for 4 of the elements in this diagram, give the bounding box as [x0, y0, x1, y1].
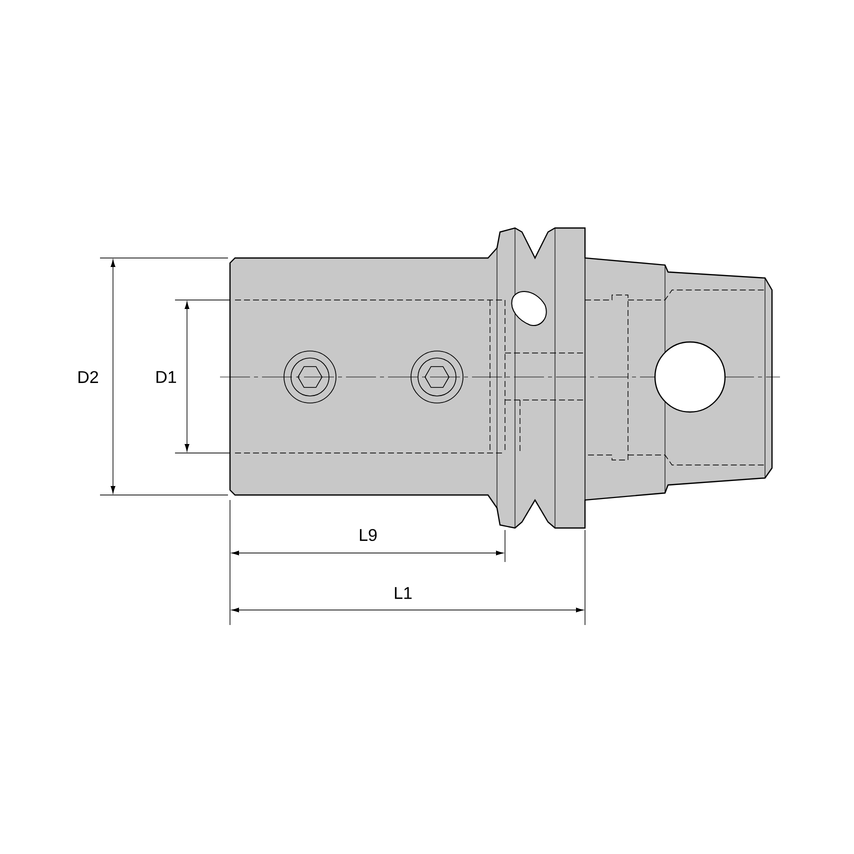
dimension-label: D2: [78, 371, 98, 383]
dimension-label: D1: [156, 371, 176, 383]
dimension-label: L1: [394, 587, 412, 599]
dimension-label: L9: [360, 528, 377, 542]
